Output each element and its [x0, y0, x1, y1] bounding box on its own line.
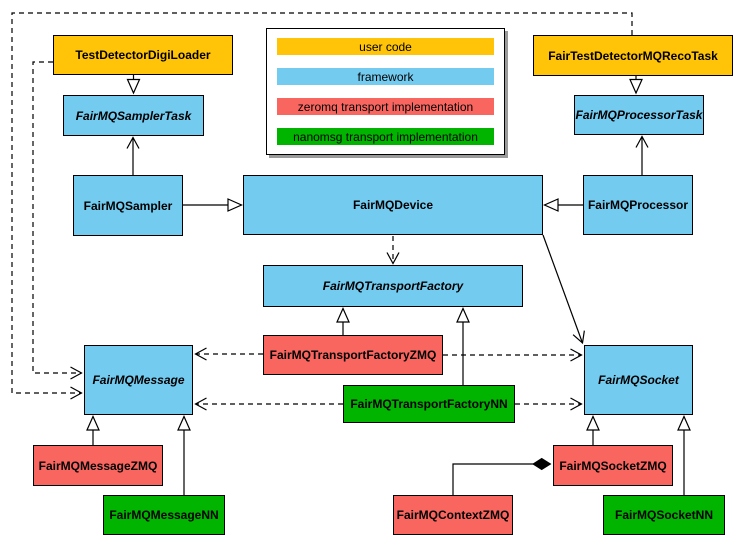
node-fairmqsampler: FairMQSampler: [73, 175, 183, 236]
node-fairmqsocketzmq: FairMQSocketZMQ: [553, 445, 673, 486]
node-fairmqsocketnn: FairMQSocketNN: [603, 495, 725, 535]
node-fairmqmessagezmq: FairMQMessageZMQ: [33, 445, 163, 486]
node-fairmqprocessor: FairMQProcessor: [583, 175, 693, 235]
legend-label: zeromq transport implementation: [297, 99, 474, 114]
node-fairmqmessagenn: FairMQMessageNN: [103, 495, 225, 535]
legend-item-zeromq: zeromq transport implementation: [277, 98, 494, 115]
node-fairmqtransportfactoryzmq: FairMQTransportFactoryZMQ: [263, 335, 443, 375]
legend-item-framework: framework: [277, 68, 494, 85]
node-fairmqsocket: FairMQSocket: [584, 345, 693, 415]
legend-label: nanomsg transport implementation: [293, 129, 478, 144]
legend-item-nanomsg: nanomsg transport implementation: [277, 128, 494, 145]
node-fairmqprocessortask: FairMQProcessorTask: [574, 95, 704, 135]
node-fairmqtransportfactory: FairMQTransportFactory: [263, 265, 523, 307]
node-fairmqmessage: FairMQMessage: [84, 345, 193, 415]
edge-recotask-uses-message: [11, 12, 633, 400]
legend: user code framework zeromq transport imp…: [266, 28, 505, 155]
legend-label: framework: [357, 69, 414, 84]
legend-label: user code: [359, 39, 412, 54]
legend-item-user-code: user code: [277, 38, 494, 55]
node-fairmqsamplertask: FairMQSamplerTask: [63, 95, 204, 136]
edge-digiloader-uses-message: [32, 61, 83, 380]
edge-socketzmq-owns-contextzmq: [452, 457, 552, 495]
node-fairmqtransportfactorynn: FairMQTransportFactoryNN: [343, 385, 515, 423]
edge-device-uses-socket: [542, 234, 585, 345]
node-fairmqdevice: FairMQDevice: [243, 175, 543, 235]
node-testdetectordigiloader: TestDetectorDigiLoader: [53, 35, 233, 75]
node-fairmqcontextzmq: FairMQContextZMQ: [393, 495, 513, 535]
node-fairtestdetectormqrecotask: FairTestDetectorMQRecoTask: [533, 35, 733, 76]
